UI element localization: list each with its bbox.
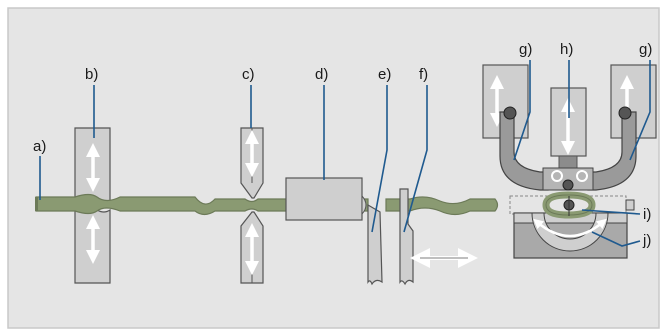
wire-start-cap: [35, 197, 38, 211]
unit-d-nose: [361, 194, 367, 216]
label-g-right: g): [639, 41, 652, 58]
leader-g-right: [629, 60, 651, 161]
leader-g-left: [513, 60, 531, 161]
leader-i: [581, 209, 641, 215]
wire-segment-end: [385, 196, 499, 216]
cutter-e: [367, 203, 383, 286]
wire: [35, 193, 499, 216]
pivot-left: [503, 106, 517, 120]
leader-lines: [39, 60, 651, 247]
label-f: f): [419, 66, 428, 83]
stripping-blades: [240, 127, 264, 284]
pivot-right: [618, 106, 632, 120]
label-g-left: g): [519, 41, 532, 58]
label-j: j): [642, 232, 651, 249]
leader-e: [371, 85, 388, 233]
label-c: c): [242, 66, 255, 83]
transport-rollers: [74, 127, 111, 284]
label-b: b): [85, 66, 98, 83]
label-e: e): [378, 66, 391, 83]
label-i: i): [643, 206, 651, 223]
label-a: a): [33, 138, 46, 155]
label-d: d): [315, 66, 328, 83]
label-h: h): [560, 41, 573, 58]
leader-f: [403, 85, 428, 233]
unit-d-block: [285, 177, 363, 221]
cutter-f: [399, 188, 414, 286]
leader-j: [591, 231, 641, 247]
